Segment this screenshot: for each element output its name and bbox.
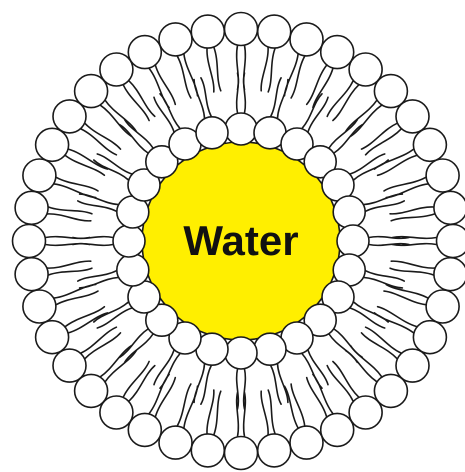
outer-phospholipid-head — [321, 36, 354, 69]
outer-phospholipid-tail — [207, 390, 214, 433]
outer-phospholipid-head — [15, 191, 48, 224]
outer-phospholipid-head — [396, 100, 429, 133]
inner-phospholipid-head — [196, 117, 228, 149]
outer-phospholipid-tail — [56, 291, 98, 305]
outer-phospholipid-head — [36, 128, 69, 161]
outer-phospholipid-tail — [261, 47, 268, 90]
outer-phospholipid-head — [36, 321, 69, 354]
outer-phospholipid-head — [290, 23, 323, 56]
outer-phospholipid-tail — [177, 384, 191, 426]
outer-phospholipid-tail — [177, 56, 191, 98]
outer-phospholipid-head — [349, 396, 382, 429]
outer-phospholipid-head — [15, 258, 48, 291]
outer-phospholipid-tail — [214, 47, 221, 90]
inner-phospholipid-head — [225, 113, 257, 145]
outer-phospholipid-head — [426, 290, 459, 323]
outer-phospholipid-head — [434, 191, 465, 224]
outer-phospholipid-head — [100, 53, 133, 86]
outer-phospholipid-head — [191, 15, 224, 48]
outer-phospholipid-tail — [391, 214, 434, 221]
inner-phospholipid-head — [225, 337, 257, 369]
outer-phospholipid-head — [258, 15, 291, 48]
outer-phospholipid-tail — [391, 261, 434, 268]
outer-phospholipid-head — [225, 13, 258, 46]
inner-phospholipid-head — [117, 254, 149, 286]
outer-phospholipid-tail — [384, 177, 426, 191]
outer-phospholipid-head — [437, 225, 465, 258]
outer-phospholipid-head — [13, 225, 46, 258]
outer-phospholipid-tail — [384, 291, 426, 305]
outer-phospholipid-head — [23, 290, 56, 323]
outer-phospholipid-tail — [291, 384, 305, 426]
outer-phospholipid-head — [290, 426, 323, 459]
outer-phospholipid-head — [159, 426, 192, 459]
outer-phospholipid-head — [321, 413, 354, 446]
outer-phospholipid-tail — [268, 49, 275, 92]
water-label: Water — [183, 217, 298, 264]
inner-phospholipid-head — [254, 333, 286, 365]
inner-phospholipid-tail — [237, 73, 239, 113]
outer-phospholipid-head — [225, 437, 258, 470]
outer-phospholipid-tail — [261, 391, 268, 434]
inner-phospholipid-tail — [73, 244, 113, 246]
outer-phospholipid-tail — [49, 268, 92, 275]
outer-phospholipid-tail — [214, 391, 221, 434]
outer-phospholipid-head — [128, 413, 161, 446]
outer-phospholipid-head — [413, 128, 446, 161]
outer-phospholipid-tail — [390, 207, 433, 214]
outer-phospholipid-head — [23, 159, 56, 192]
outer-phospholipid-head — [191, 434, 224, 467]
inner-phospholipid-tail — [73, 237, 113, 239]
inner-phospholipid-tail — [244, 73, 246, 113]
outer-phospholipid-tail — [390, 268, 433, 275]
outer-phospholipid-tail — [47, 261, 90, 268]
outer-phospholipid-tail — [49, 207, 92, 214]
outer-phospholipid-head — [53, 349, 86, 382]
outer-phospholipid-tail — [291, 56, 305, 98]
outer-phospholipid-head — [258, 434, 291, 467]
outer-phospholipid-tail — [207, 49, 214, 92]
outer-phospholipid-tail — [56, 177, 98, 191]
inner-phospholipid-head — [333, 196, 365, 228]
outer-phospholipid-tail — [47, 214, 90, 221]
outer-phospholipid-head — [426, 159, 459, 192]
outer-phospholipid-head — [434, 258, 465, 291]
outer-phospholipid-tail — [268, 390, 275, 433]
outer-phospholipid-head — [128, 36, 161, 69]
inner-phospholipid-head — [113, 225, 145, 257]
inner-phospholipid-head — [337, 225, 369, 257]
outer-phospholipid-head — [413, 321, 446, 354]
outer-phospholipid-head — [159, 23, 192, 56]
